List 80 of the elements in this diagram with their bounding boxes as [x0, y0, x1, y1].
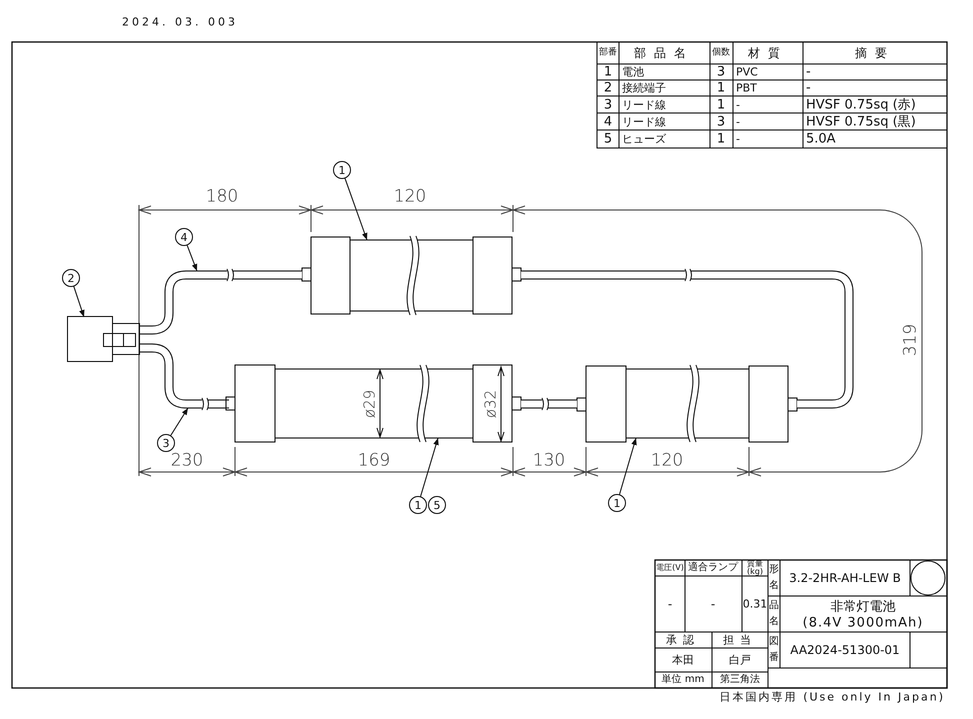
note-text: 日本国内専用 (Use only In Japan) [720, 692, 945, 702]
table-text: 電池 [622, 66, 644, 78]
header-text: 電圧(V) [656, 564, 684, 572]
table-text: 5.0A [806, 132, 836, 146]
table-text: - [736, 99, 740, 110]
dimension-text: ø32 [484, 390, 498, 418]
lead-wire [521, 268, 854, 408]
battery-drawing [302, 236, 521, 315]
dimension-text: 130 [532, 452, 566, 470]
table-text: 3 [604, 98, 612, 111]
table-text: HVSF 0.75sq (黒) [806, 115, 916, 128]
leader-line [344, 178, 368, 240]
model-text: 3.2-2HR-AH-LEW B [789, 572, 901, 584]
header-text: 形名 [769, 563, 779, 593]
table-text: - [736, 134, 740, 144]
header-text: 図番 [769, 635, 779, 665]
table-text: - [806, 82, 811, 94]
header-text: 適合ランプ [688, 563, 738, 573]
callout-number: 4 [175, 228, 193, 246]
table-text: 1 [716, 132, 726, 146]
product-name-text: 非常灯電池 [830, 600, 896, 614]
table-text: 本田 [672, 654, 694, 666]
header-text: 担当 [723, 634, 757, 646]
leader-line [619, 438, 637, 495]
table-text: - [668, 598, 672, 610]
header-text: 部品名 [634, 47, 694, 59]
callout-number: 1 [333, 161, 351, 179]
drawing-number-text: AA2024-51300-01 [790, 644, 900, 656]
table-text: 第三角法 [720, 675, 760, 685]
table-text: 3 [716, 66, 726, 78]
leader-line [73, 286, 84, 318]
product-spec-text: (8.4V 3000mAh) [802, 616, 924, 630]
lead-wire [140, 270, 302, 335]
callout-number: 1 [409, 496, 427, 514]
dimension-text: 169 [358, 452, 390, 470]
table-text: リード線 [622, 99, 666, 110]
table-text: 4 [604, 115, 612, 128]
table-text: 3 [716, 115, 726, 128]
dimension-text: 120 [394, 188, 426, 206]
leader-line [420, 438, 439, 497]
header-text: 部番 [599, 48, 617, 58]
table-text: 白戸 [729, 654, 751, 666]
leader-line [186, 244, 198, 272]
header-text: 材質 [748, 47, 788, 59]
header-text: 個数 [712, 48, 730, 58]
dimension-text: 319 [902, 324, 920, 356]
table-text: HVSF 0.75sq (赤) [806, 98, 916, 111]
table-text: PVC [736, 66, 758, 78]
callout-number: 3 [157, 434, 175, 452]
header-text: 承認 [666, 634, 700, 646]
header-text: 摘要 [855, 47, 895, 59]
table-text: PBT [736, 82, 757, 94]
table-text: 0.31 [742, 598, 768, 610]
dimension-text: 180 [206, 188, 238, 206]
lead-wire [140, 343, 229, 409]
connector-drawing [67, 316, 140, 362]
callout-number: 5 [428, 496, 446, 514]
table-text: - [806, 66, 811, 78]
table-text: - [736, 116, 740, 127]
table-text: 接続端子 [622, 82, 666, 94]
table-text: 1 [716, 98, 726, 111]
table-text: 単位 mm [662, 675, 704, 685]
table-text: - [710, 598, 716, 610]
callout-number: 1 [608, 494, 626, 512]
header-text: 品名 [769, 599, 779, 629]
callout-number: 2 [62, 269, 80, 287]
battery-drawing [226, 364, 521, 443]
dimension-text: ø29 [362, 390, 378, 418]
leader-line [170, 408, 188, 436]
lead-wire [521, 398, 577, 410]
date-text: 2024. 03. 003 [122, 16, 238, 28]
table-text: 1 [604, 66, 612, 78]
dimension-text: 120 [650, 452, 684, 470]
table-text: 1 [716, 82, 726, 94]
table-text: 5 [604, 132, 612, 146]
table-text: リード線 [622, 116, 666, 127]
dimension-text: 230 [170, 452, 204, 470]
table-text: 2 [604, 82, 612, 94]
table-text: ヒューズ [622, 134, 666, 144]
battery-drawing [577, 365, 797, 443]
